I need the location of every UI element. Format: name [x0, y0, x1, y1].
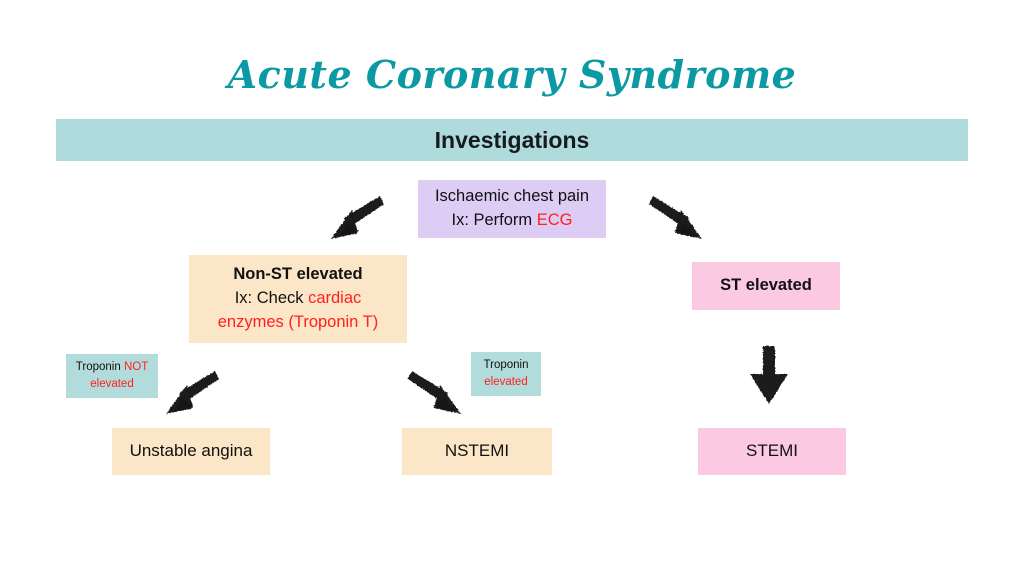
- arrow-down-icon: [740, 342, 798, 410]
- node-chest-pain-ix-label: Ix: Perform: [451, 211, 537, 229]
- node-stemi-label: STEMI: [746, 441, 798, 461]
- node-st-elevated: ST elevated: [692, 262, 840, 310]
- node-non-st-elevated-title: Non-ST elevated: [233, 265, 363, 284]
- node-non-st-elevated-cardiac-highlight: cardiac: [308, 289, 362, 308]
- troponin-not-elevated-line-2: elevated: [90, 378, 134, 390]
- arrow-down-left-icon: [161, 367, 223, 425]
- node-non-st-elevated-line-3: enzymes (Troponin T): [217, 312, 379, 331]
- node-chest-pain-line-2: Ix: Perform ECG: [451, 209, 572, 233]
- node-st-elevated-title: ST elevated: [720, 276, 812, 295]
- node-chest-pain-ecg-highlight: ECG: [536, 211, 573, 229]
- node-nstemi: NSTEMI: [402, 428, 552, 475]
- node-stemi: STEMI: [698, 428, 846, 475]
- node-unstable-angina-label: Unstable angina: [129, 441, 253, 461]
- troponin-not-elevated-prefix: Troponin: [75, 361, 124, 374]
- troponin-not-elevated-line-1: Troponin NOT: [76, 359, 148, 376]
- node-non-st-elevated: Non-ST elevated Ix: Check cardiac enzyme…: [189, 255, 407, 343]
- node-unstable-angina: Unstable angina: [112, 428, 270, 475]
- node-nstemi-label: NSTEMI: [444, 441, 510, 461]
- label-troponin-not-elevated: Troponin NOT elevated: [66, 354, 158, 398]
- page-title: Acute Coronary Syndrome: [227, 52, 797, 97]
- node-non-st-elevated-ix-label: Ix: Check: [234, 289, 309, 308]
- arrow-down-right-icon: [404, 367, 466, 425]
- troponin-elevated-line-1: Troponin: [483, 359, 529, 372]
- troponin-not-elevated-not-highlight: NOT: [123, 361, 149, 374]
- arrow-down-right-icon: [645, 192, 707, 250]
- section-header-bar: Investigations: [56, 119, 968, 161]
- arrow-down-left-icon: [326, 192, 388, 250]
- label-troponin-elevated: Troponin elevated: [471, 352, 541, 396]
- node-non-st-elevated-line-2: Ix: Check cardiac: [235, 287, 362, 311]
- node-ischaemic-chest-pain: Ischaemic chest pain Ix: Perform ECG: [418, 180, 606, 238]
- section-header-label: Investigations: [434, 126, 590, 153]
- troponin-elevated-line-2: elevated: [484, 376, 528, 388]
- node-chest-pain-line-1: Ischaemic chest pain: [434, 187, 590, 206]
